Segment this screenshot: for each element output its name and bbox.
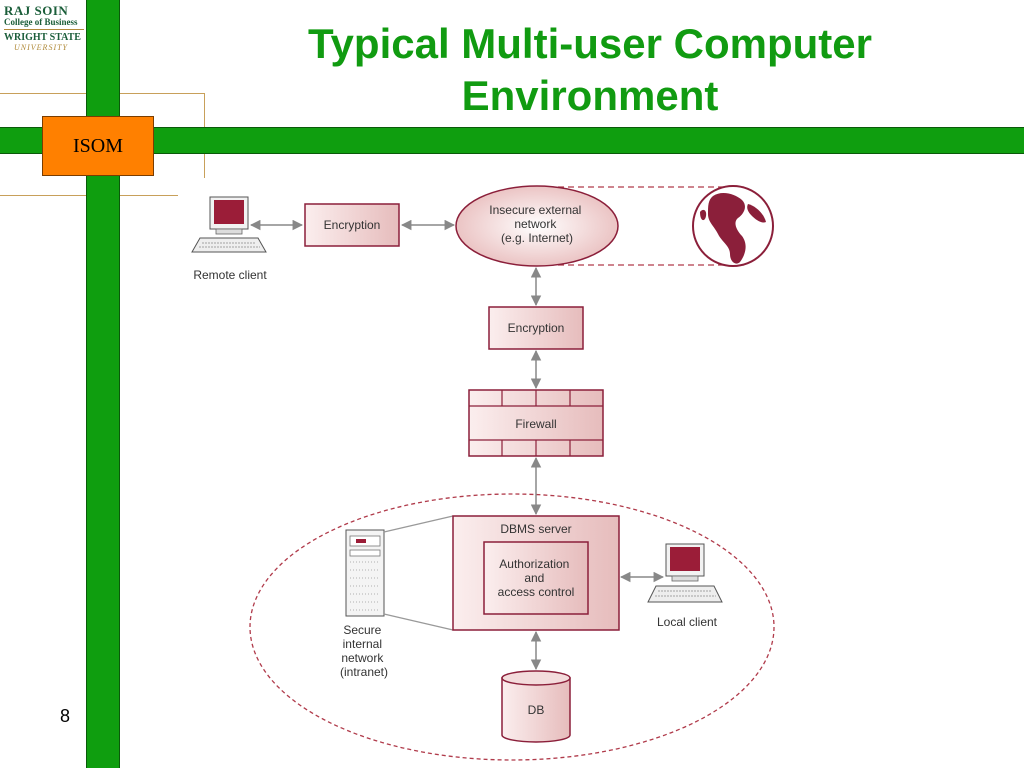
encryption-top-label: Encryption [324, 218, 381, 232]
secure-network-line-4: (intranet) [340, 665, 388, 679]
logo-rule [4, 29, 84, 31]
slide-title-line-1: Typical Multi-user Computer [308, 20, 872, 67]
globe-icon [692, 185, 774, 267]
insecure-network-ellipse [455, 185, 619, 267]
intranet-boundary [249, 493, 775, 761]
remote-client-label: Remote client [193, 268, 267, 282]
server-connector-top [383, 515, 454, 533]
insecure-network-line-3: (e.g. Internet) [501, 231, 573, 245]
firewall-label: Firewall [515, 417, 556, 431]
secure-network-label: Secure internal network (intranet) [340, 623, 388, 679]
insecure-network-label: Insecure external network (e.g. Internet… [489, 203, 584, 245]
logo-line-3: WRIGHT STATE [4, 32, 81, 44]
logo-line-4: UNIVERSITY [14, 42, 68, 52]
slide-title: Typical Multi-user Computer Environment [190, 18, 990, 122]
insecure-network-line-2: network [514, 217, 557, 231]
encryption-middle-label: Encryption [508, 321, 565, 335]
local-client-label: Local client [657, 615, 718, 629]
secure-network-line-3: network [341, 651, 384, 665]
remote-client-computer-icon [191, 196, 267, 253]
local-client-computer-icon [647, 543, 723, 603]
authorization-line-2: and [524, 571, 544, 585]
encryption-top-box [304, 203, 400, 247]
slide-title-line-2: Environment [461, 72, 719, 119]
secure-network-line-2: internal [343, 637, 382, 651]
firewall-box [468, 389, 604, 457]
slide-number: 8 [60, 706, 71, 726]
server-rack-icon [345, 529, 385, 617]
authorization-line-1: Authorization [499, 557, 569, 571]
encryption-middle-box [488, 306, 584, 350]
authorization-label: Authorization and access control [498, 557, 575, 599]
horizontal-green-bar [0, 127, 1024, 154]
college-logo: RAJ SOIN College of Business WRIGHT STAT… [4, 4, 88, 52]
logo-line-1: RAJ SOIN [4, 3, 69, 18]
secure-network-line-1: Secure [343, 623, 381, 637]
logo-line-2: College of Business [4, 16, 78, 27]
authorization-line-3: access control [498, 585, 575, 599]
authorization-box [483, 541, 589, 615]
insecure-network-line-1: Insecure external [489, 203, 581, 217]
dbms-server-label: DBMS server [500, 522, 571, 536]
database-cylinder-icon [501, 670, 571, 743]
db-label: DB [528, 703, 545, 717]
server-connector-bottom [383, 613, 454, 631]
isom-badge: ISOM [42, 116, 154, 176]
